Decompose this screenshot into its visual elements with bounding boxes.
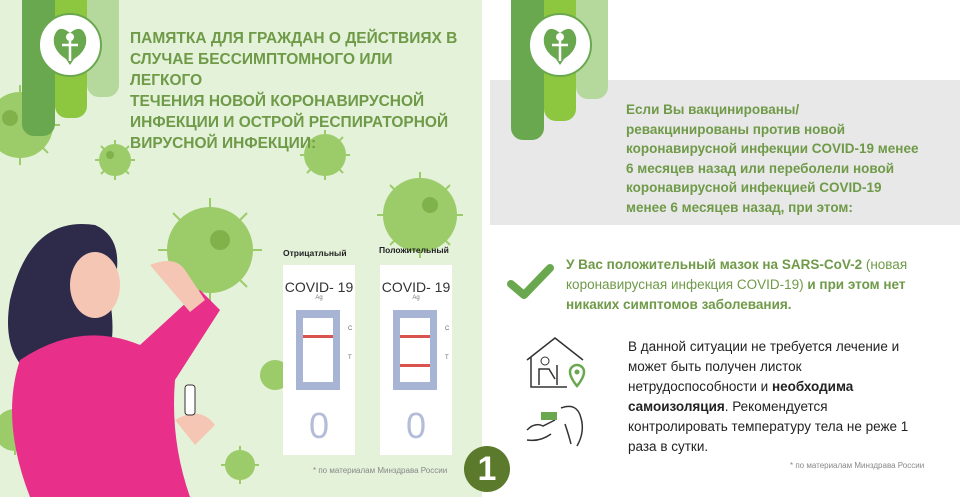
virus-icon: [95, 140, 135, 180]
right-panel: Если Вы вакцинированы/ ревакцинированы п…: [490, 0, 960, 497]
sample-well: 0: [308, 405, 330, 446]
test-strip: [296, 310, 340, 390]
sample-well: 0: [405, 405, 427, 446]
advice-text: В данной ситуации не требуется лечение и…: [628, 337, 928, 457]
page-number-badge: 1: [464, 446, 510, 492]
advice-normal: . Рекомендуется контролировать температу…: [628, 399, 909, 454]
virus-icon: [377, 172, 463, 258]
virus-icon: [300, 130, 350, 180]
home-isolation-icon: [526, 337, 586, 388]
footnote: * по материалам Минздрава России: [790, 461, 925, 470]
negative-label: Отрицатльный: [283, 248, 347, 258]
statement-bold: У Вас положительный мазок на SARS-CoV-2: [566, 257, 863, 272]
positive-test-card: COVID- 19 Ag C T 0: [380, 265, 452, 455]
thermometer-icon: [526, 405, 584, 447]
c-marker: C: [348, 326, 353, 332]
checkmark-icon: [507, 264, 554, 299]
condition-text: Если Вы вакцинированы/ ревакцинированы п…: [626, 102, 919, 215]
statement-normal: (новая коронавирусная инфекция COVID-19): [566, 257, 908, 292]
control-line: [400, 335, 430, 338]
nmic-logo: [38, 13, 102, 77]
nmic-logo: [528, 13, 592, 77]
test-strip: [393, 310, 437, 390]
positive-label: Положительный: [379, 245, 449, 255]
left-panel: ПАМЯТКА ДЛЯ ГРАЖДАН О ДЕЙСТВИЯХ В СЛУЧАЕ…: [0, 0, 482, 497]
positive-test-statement: У Вас положительный мазок на SARS-CoV-2 …: [566, 255, 946, 315]
virus-icon: [158, 198, 262, 302]
virus-background: [0, 85, 463, 497]
page-title: ПАМЯТКА ДЛЯ ГРАЖДАН О ДЕЙСТВИЯХ В СЛУЧАЕ…: [130, 30, 458, 152]
c-marker: C: [445, 326, 450, 332]
negative-test-card: COVID- 19 Ag C T 0: [283, 265, 355, 455]
t-marker: T: [445, 355, 449, 361]
t-marker: T: [348, 355, 352, 361]
test-name: COVID- 19: [284, 279, 354, 295]
test-name: COVID- 19: [381, 279, 451, 295]
advice-normal: В данной ситуации не требуется лечение и…: [628, 339, 900, 394]
statement-bold: и при этом нет никаких симптомов заболев…: [566, 277, 906, 312]
test-sub: Ag: [315, 295, 323, 301]
advice-bold: необходима самоизоляция: [628, 379, 854, 414]
footnote: * по материалам Минздрава России: [313, 466, 448, 475]
virus-icon: [221, 446, 259, 484]
woman-illustration: [8, 223, 220, 497]
test-line: [400, 364, 430, 367]
control-line: [303, 335, 333, 338]
test-sub: Ag: [412, 295, 420, 301]
